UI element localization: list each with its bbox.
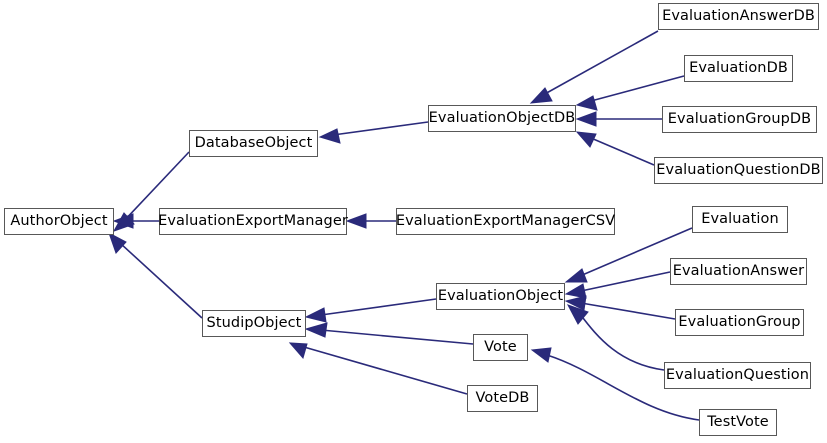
node-evaluationdb[interactable]: EvaluationDB (684, 55, 793, 82)
edge-studipobject-authorobject (108, 231, 203, 319)
edge-vote-studipobject (304, 322, 474, 345)
node-authorobject[interactable]: AuthorObject (4, 208, 114, 235)
node-studipobject[interactable]: StudipObject (202, 310, 306, 337)
node-evaluationobjectdb[interactable]: EvaluationObjectDB (428, 105, 576, 132)
edge-testvote-vote (530, 347, 700, 421)
node-label: Evaluation (701, 211, 779, 228)
node-label: EvaluationAnswer (672, 263, 805, 280)
node-label: AuthorObject (10, 213, 108, 230)
edge-evaluationexportmanagercsv-evaluationexportmanager (345, 213, 396, 229)
node-label: EvaluationQuestion (665, 367, 810, 384)
node-evaluationgroupdb[interactable]: EvaluationGroupDB (662, 106, 817, 133)
node-evaluationquestiondb[interactable]: EvaluationQuestionDB (654, 157, 823, 184)
node-evaluationexportmanager[interactable]: EvaluationExportManager (158, 208, 348, 235)
node-label: EvaluationGroupDB (667, 111, 812, 128)
edge-evaluationgroup-evaluationobject (564, 295, 676, 320)
node-label: EvaluationObject (437, 288, 564, 305)
node-label: Vote (484, 339, 517, 356)
edge-evaluationobject-studipobject (304, 298, 437, 323)
node-evaluationgroup[interactable]: EvaluationGroup (675, 309, 804, 336)
edge-votedb-studipobject (288, 342, 468, 395)
edge-evaluationobjectdb-databaseobject (318, 121, 429, 144)
edge-evaluationanswerdb-evaluationobjectdb (529, 30, 659, 104)
node-evaluation[interactable]: Evaluation (692, 206, 788, 233)
edge-evaluationquestiondb-evaluationobjectdb (575, 131, 655, 166)
node-label: EvaluationQuestionDB (656, 162, 821, 179)
node-label: TestVote (707, 414, 769, 431)
edge-evaluation-evaluationobject (564, 227, 693, 283)
node-databaseobject[interactable]: DatabaseObject (189, 130, 318, 157)
node-label: EvaluationExportManager (158, 213, 348, 230)
node-label: EvaluationAnswerDB (662, 8, 815, 25)
node-label: StudipObject (206, 315, 302, 332)
node-testvote[interactable]: TestVote (699, 409, 777, 436)
edge-evaluationgroupdb-evaluationobjectdb (575, 111, 662, 127)
edge-evaluationexportmanager-authorobject (112, 213, 159, 229)
node-label: EvaluationDB (689, 60, 788, 77)
edge-evaluationdb-evaluationobjectdb (575, 75, 685, 111)
node-label: EvaluationObjectDB (428, 110, 576, 127)
node-vote[interactable]: Vote (473, 334, 528, 361)
node-evaluationobject[interactable]: EvaluationObject (436, 283, 565, 310)
node-label: EvaluationGroup (678, 314, 801, 331)
node-evaluationexportmanagercsv[interactable]: EvaluationExportManagerCSV (396, 208, 615, 235)
node-label: DatabaseObject (194, 135, 313, 152)
node-evaluationanswer[interactable]: EvaluationAnswer (670, 258, 807, 285)
node-label: EvaluationExportManagerCSV (395, 213, 616, 230)
edge-evaluationanswer-evaluationobject (564, 271, 671, 299)
node-label: VoteDB (475, 390, 530, 407)
edge-evaluationquestion-evaluationobject (566, 304, 665, 371)
node-evaluationquestion[interactable]: EvaluationQuestion (664, 362, 811, 389)
node-votedb[interactable]: VoteDB (467, 385, 538, 412)
node-evaluationanswerdb[interactable]: EvaluationAnswerDB (658, 3, 819, 30)
